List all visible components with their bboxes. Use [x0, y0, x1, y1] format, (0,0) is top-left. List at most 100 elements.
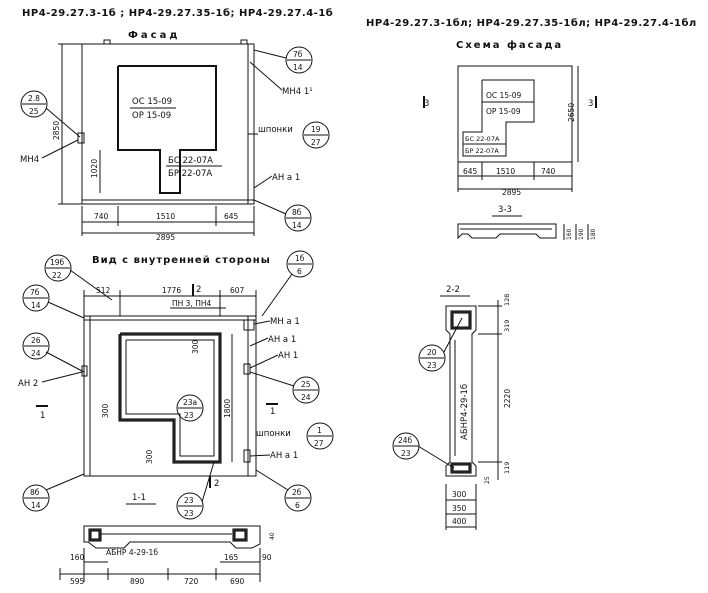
- callout-7b-inner-top: 7б: [30, 288, 40, 297]
- callout-26-bottom: 24: [31, 349, 41, 358]
- leader-8b: [253, 199, 287, 215]
- callout-2b: [284, 484, 312, 512]
- leader-an-a1-top: [249, 337, 269, 347]
- inner-view: Вид с внутренней стороны 512 1776 607 2 …: [18, 250, 334, 520]
- leader-23: [201, 461, 215, 503]
- leader-an1: [249, 354, 279, 369]
- callout-25-top: 25: [301, 380, 311, 389]
- callout-shponki-inner: [306, 422, 334, 450]
- leader-2-8: [45, 107, 81, 138]
- section-2-2-head: [450, 310, 472, 330]
- callout-1b-bottom: 6: [297, 267, 302, 276]
- inner-view-title: Вид с внутренней стороны: [92, 255, 271, 266]
- scheme-dim-3: 740: [541, 167, 556, 176]
- dim-bottom-1: 740: [94, 212, 109, 221]
- section-1-1-dim-90: 90: [262, 553, 272, 562]
- scheme-door-label-1: БС 22-07А: [465, 135, 500, 143]
- scheme-panel: [457, 65, 573, 163]
- callout-1b: [286, 250, 314, 278]
- section-2-2: 2-2 АБНР4-29-1б 128 319 2220 119 25 20 2…: [392, 285, 512, 530]
- callout-8b-inner-top: 8б: [30, 488, 40, 497]
- label-an-a1-bottom: АН а 1: [270, 451, 298, 461]
- callout-19-bottom: 27: [311, 138, 321, 147]
- section-3-3-title: 3-3: [498, 205, 512, 215]
- embedded-plate-mn-a1: [243, 319, 255, 331]
- section-2-2-dim-25: 25: [484, 476, 491, 484]
- leader-7b-inner: [47, 301, 85, 319]
- section-3-3-dim-3: 180: [590, 228, 597, 240]
- callout-8b-facade: [284, 204, 312, 232]
- dim-bottom-2: 1510: [156, 212, 175, 221]
- leader-19b: [69, 269, 113, 301]
- callout-24b-bottom: 23: [401, 449, 411, 458]
- callout-2b-bottom: 6: [295, 501, 300, 510]
- callout-23: [176, 492, 204, 520]
- callout-25-bottom: 24: [301, 393, 311, 402]
- section-2-2-width-400: 400: [452, 517, 467, 526]
- window-label-2: ОР 15-09: [132, 111, 171, 121]
- callout-25: [292, 376, 320, 404]
- leader-20: [443, 317, 463, 353]
- section-2-2-vertical-label: АБНР4-29-1б: [460, 384, 470, 440]
- callout-7b-facade: [285, 46, 313, 74]
- section-2-2-profile: [445, 305, 477, 477]
- inner-mark-left: 1: [40, 411, 45, 421]
- inner-opening-frame: [118, 332, 222, 464]
- callout-shponki-bottom: 27: [314, 439, 324, 448]
- section-1-1-dim-40: 40: [269, 532, 276, 540]
- inner-mark-bottom: 2: [214, 479, 219, 489]
- inner-pn-label: ПН 3, ПН4: [172, 299, 211, 308]
- callout-8b-inner-bottom: 14: [31, 501, 41, 510]
- leader-an-a1-bottom: [249, 454, 271, 457]
- scheme-dim-1: 645: [463, 167, 478, 176]
- inner-panel: [83, 315, 257, 477]
- section-3-3: 3-3 160 190 180: [457, 205, 597, 240]
- inner-dim-300-bottom: 300: [145, 449, 154, 464]
- callout-7b-top: 7б: [293, 50, 303, 59]
- label-mn-a1: МН а 1: [270, 317, 300, 327]
- leader-mn-a1: [253, 320, 271, 325]
- facade-title: Фасад: [128, 30, 180, 41]
- leader-8b-inner: [45, 473, 85, 491]
- inner-opening: [125, 339, 215, 457]
- window-label-1: ОС 15-09: [132, 97, 172, 107]
- callout-2b-top: 2б: [292, 488, 302, 497]
- section-2-2-width-350: 350: [452, 504, 467, 513]
- section-1-1-dim-890: 890: [130, 577, 145, 586]
- scheme-door-label-2: БР 22-07А: [465, 147, 499, 155]
- label-shponki: шпонки: [258, 125, 293, 135]
- scheme-dim-2: 1510: [496, 167, 515, 176]
- section-1-1-dim-720: 720: [184, 577, 199, 586]
- callout-8b-bottom: 14: [292, 221, 302, 230]
- facade-view: Фасад ОС 15-09 ОР 15-09 БС 22-07А БР 22-…: [20, 30, 330, 242]
- scheme-title: Схема фасада: [456, 39, 563, 51]
- leader-26: [45, 351, 85, 373]
- callout-24b: [392, 432, 420, 460]
- section-2-2-width-300: 300: [452, 490, 467, 499]
- leader-2b: [255, 469, 289, 491]
- facade-scheme-view: Схема фасада ОС 15-09 ОР 15-09 БС 22-07А…: [423, 39, 597, 197]
- scheme-window-label-2: ОР 15-09: [486, 107, 521, 116]
- callout-20-top: 20: [427, 348, 437, 357]
- label-mn4: МН4: [20, 155, 39, 165]
- callout-shponki-top: 1: [317, 426, 322, 435]
- dim-door: 1020: [90, 159, 99, 178]
- scheme-opening: [462, 79, 535, 157]
- leader-7b: [253, 49, 287, 59]
- leader-an2: [41, 371, 83, 383]
- section-2-2-dim-2220: 2220: [503, 389, 512, 408]
- inner-mark-top: 2: [196, 285, 201, 295]
- section-3-3-dim-2: 190: [578, 228, 585, 240]
- section-1-1-profile: [83, 525, 261, 549]
- callout-24b-top: 24б: [398, 436, 413, 445]
- callout-2-8-bottom: 25: [29, 107, 39, 116]
- label-inner-shponki: шпонки: [256, 429, 291, 439]
- callout-7b-bottom: 14: [293, 63, 303, 72]
- header-left: НР4-29.27.3-1б ; НР4-29.27.35-1б; НР4-29…: [22, 7, 333, 19]
- leader-1b: [261, 273, 293, 317]
- callout-2-8-top: 2.8: [28, 94, 40, 103]
- embedded-plate-an1: [243, 363, 251, 375]
- callout-26-top: 26: [31, 336, 41, 345]
- door-label-1: БС 22-07А: [168, 156, 213, 166]
